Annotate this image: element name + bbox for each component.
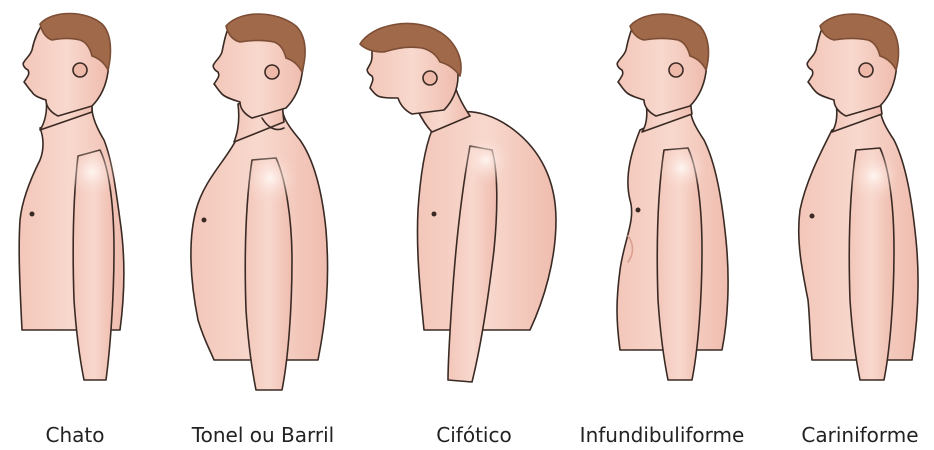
nipple-cariniforme [810,214,815,219]
caption-tonel: Tonel ou Barril [168,422,358,448]
ear-cifotico [423,71,437,85]
nipple-cifotico [432,212,437,217]
figure-infundibuliforme [617,14,728,380]
ear-cariniforme [859,63,873,77]
figure-cifotico [360,23,556,382]
shoulder-glow-cariniforme [848,150,900,202]
caption-cifotico: Cifótico [379,422,569,448]
shoulder-glow-chato [66,146,118,198]
shoulder-glow-infundibuliforme [658,144,706,192]
figure-tonel [191,14,328,390]
shoulder-glow-cifotico [460,134,512,186]
caption-chato: Chato [0,422,170,448]
shoulder-glow-tonel [242,150,298,206]
nipple-chato [30,212,35,217]
ear-chato [73,63,87,77]
caption-infundibuliforme: Infundibuliforme [567,422,757,448]
ear-infundibuliforme [669,63,683,77]
nipple-infundibuliforme [636,208,641,213]
figure-chato [19,14,124,381]
ear-tonel [265,65,279,79]
nipple-tonel [202,218,207,223]
figure-cariniforme [799,14,918,380]
caption-cariniforme: Cariniforme [765,422,934,448]
